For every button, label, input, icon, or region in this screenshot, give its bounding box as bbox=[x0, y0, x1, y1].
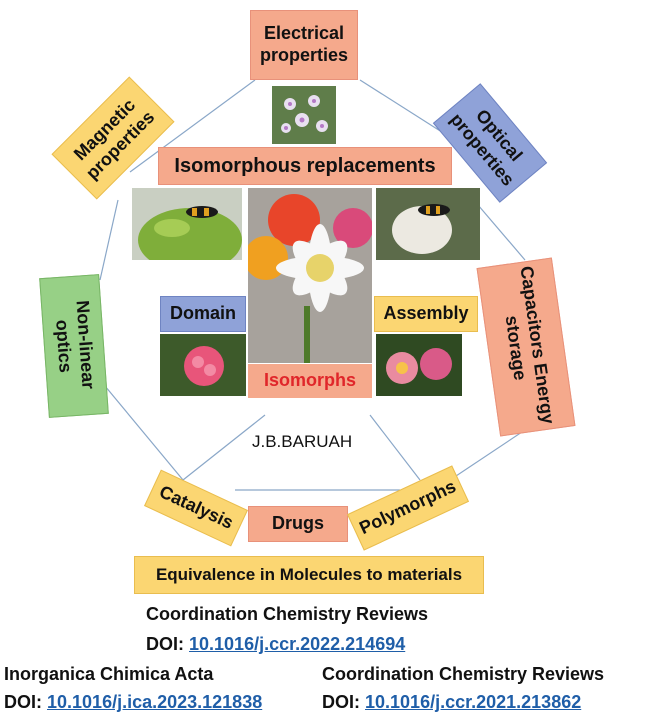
ref3-journal: Coordination Chemistry Reviews bbox=[322, 664, 604, 685]
isomorphs-label: Isomorphs bbox=[264, 370, 356, 392]
electrical-properties-label: Electrical properties bbox=[251, 23, 357, 66]
assembly-label: Assembly bbox=[383, 303, 468, 325]
ref1-doi-link[interactable]: 10.1016/j.ccr.2022.214694 bbox=[189, 634, 405, 654]
domain-label: Domain bbox=[170, 303, 236, 325]
equivalence-banner: Equivalence in Molecules to materials bbox=[134, 556, 484, 594]
drugs-label: Drugs bbox=[272, 513, 324, 535]
insect-on-fruit-photo bbox=[132, 188, 242, 260]
domain-box: Domain bbox=[160, 296, 246, 332]
ref3-doi-prefix: DOI: bbox=[322, 692, 360, 712]
ref1-doi-line: DOI: 10.1016/j.ccr.2022.214694 bbox=[146, 634, 405, 655]
electrical-properties-box: Electrical properties bbox=[250, 10, 358, 80]
lantana-photo-left bbox=[160, 334, 246, 396]
ref2-doi-line: DOI: 10.1016/j.ica.2023.121838 bbox=[4, 692, 262, 713]
equivalence-banner-label: Equivalence in Molecules to materials bbox=[156, 565, 462, 585]
author-text: J.B.BARUAH bbox=[252, 432, 352, 452]
ref2-doi-link[interactable]: 10.1016/j.ica.2023.121838 bbox=[47, 692, 262, 712]
non-linear-optics-label: Non-linear optics bbox=[48, 276, 101, 417]
isomorphs-box: Isomorphs bbox=[248, 364, 372, 398]
drugs-box: Drugs bbox=[248, 506, 348, 542]
lantana-photo-right bbox=[376, 334, 462, 396]
ref3-doi-link[interactable]: 10.1016/j.ccr.2021.213862 bbox=[365, 692, 581, 712]
assembly-box: Assembly bbox=[374, 296, 478, 332]
ref2-journal: Inorganica Chimica Acta bbox=[4, 664, 213, 685]
ref1-journal: Coordination Chemistry Reviews bbox=[146, 604, 428, 625]
isomorphous-replacements-box: Isomorphous replacements bbox=[158, 147, 452, 185]
insect-on-white-photo bbox=[376, 188, 480, 260]
non-linear-optics-box: Non-linear optics bbox=[39, 274, 109, 418]
isomorphous-replacements-label: Isomorphous replacements bbox=[174, 154, 435, 178]
capacitors-energy-storage-label: Capacitors Energy storage bbox=[493, 261, 559, 433]
ref2-doi-prefix: DOI: bbox=[4, 692, 42, 712]
gerbera-flowers-photo bbox=[248, 188, 372, 363]
ref3-doi-line: DOI: 10.1016/j.ccr.2021.213862 bbox=[322, 692, 581, 713]
top-flower-photo bbox=[272, 86, 336, 144]
ref1-doi-prefix: DOI: bbox=[146, 634, 184, 654]
